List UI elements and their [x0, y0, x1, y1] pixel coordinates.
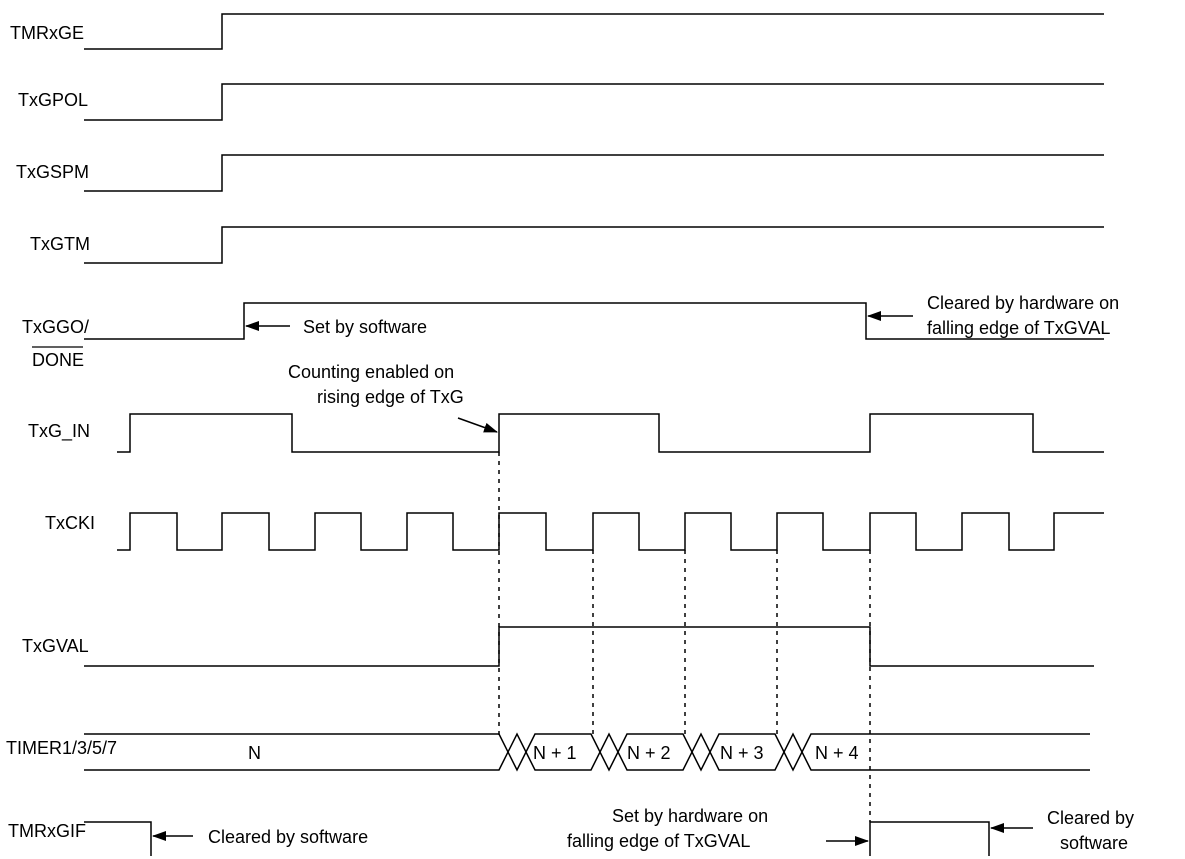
- tmrxgif-waveform-right: [869, 821, 990, 856]
- timer-bus-waveform: [84, 732, 1090, 772]
- label-txgtm: TxGTM: [30, 234, 90, 254]
- txgval-waveform: [84, 626, 1094, 667]
- label-tmrxge: TMRxGE: [10, 23, 84, 43]
- annotation-cleared-by-hardware-2: falling edge of TxGVAL: [927, 318, 1110, 338]
- tmrxgif-waveform-left: [84, 821, 152, 856]
- label-done: DONE: [32, 350, 84, 370]
- annotation-set-by-software: Set by software: [303, 317, 427, 337]
- annotation-counting-enabled-2: rising edge of TxG: [317, 387, 464, 407]
- txcki-waveform: [117, 512, 1104, 551]
- txg-in-waveform: [117, 413, 1104, 453]
- label-txggo: TxGGO/: [22, 317, 89, 337]
- label-timer: TIMER1/3/5/7: [6, 738, 117, 758]
- tmrxge-waveform: [84, 13, 1104, 50]
- label-txgspm: TxGSPM: [16, 162, 89, 182]
- label-txgval: TxGVAL: [22, 636, 89, 656]
- annotation-cleared-by-2: software: [1060, 833, 1128, 853]
- annotation-cleared-by: Cleared by: [1047, 808, 1134, 828]
- txgpol-waveform: [84, 83, 1104, 121]
- label-tmrxgif: TMRxGIF: [8, 821, 86, 841]
- timer-value: N + 2: [627, 743, 671, 763]
- timer-value: N + 3: [720, 743, 764, 763]
- annotation-counting-enabled: Counting enabled on: [288, 362, 454, 382]
- counting-enabled-arrow: [457, 417, 498, 433]
- annotation-set-by-hardware: Set by hardware on: [612, 806, 768, 826]
- txgspm-waveform: [84, 154, 1104, 192]
- label-txgpol: TxGPOL: [18, 90, 88, 110]
- label-txcki: TxCKI: [45, 513, 95, 533]
- annotation-cleared-by-hardware: Cleared by hardware on: [927, 293, 1119, 313]
- timer-value: N + 1: [533, 743, 577, 763]
- timer-value: N + 4: [815, 743, 859, 763]
- txgtm-waveform: [84, 226, 1104, 264]
- txggo-waveform: [84, 302, 1104, 340]
- label-txg-in: TxG_IN: [28, 421, 90, 442]
- timer-value: N: [248, 743, 261, 763]
- annotation-cleared-by-software: Cleared by software: [208, 827, 368, 847]
- annotation-set-by-hardware-2: falling edge of TxGVAL: [567, 831, 750, 851]
